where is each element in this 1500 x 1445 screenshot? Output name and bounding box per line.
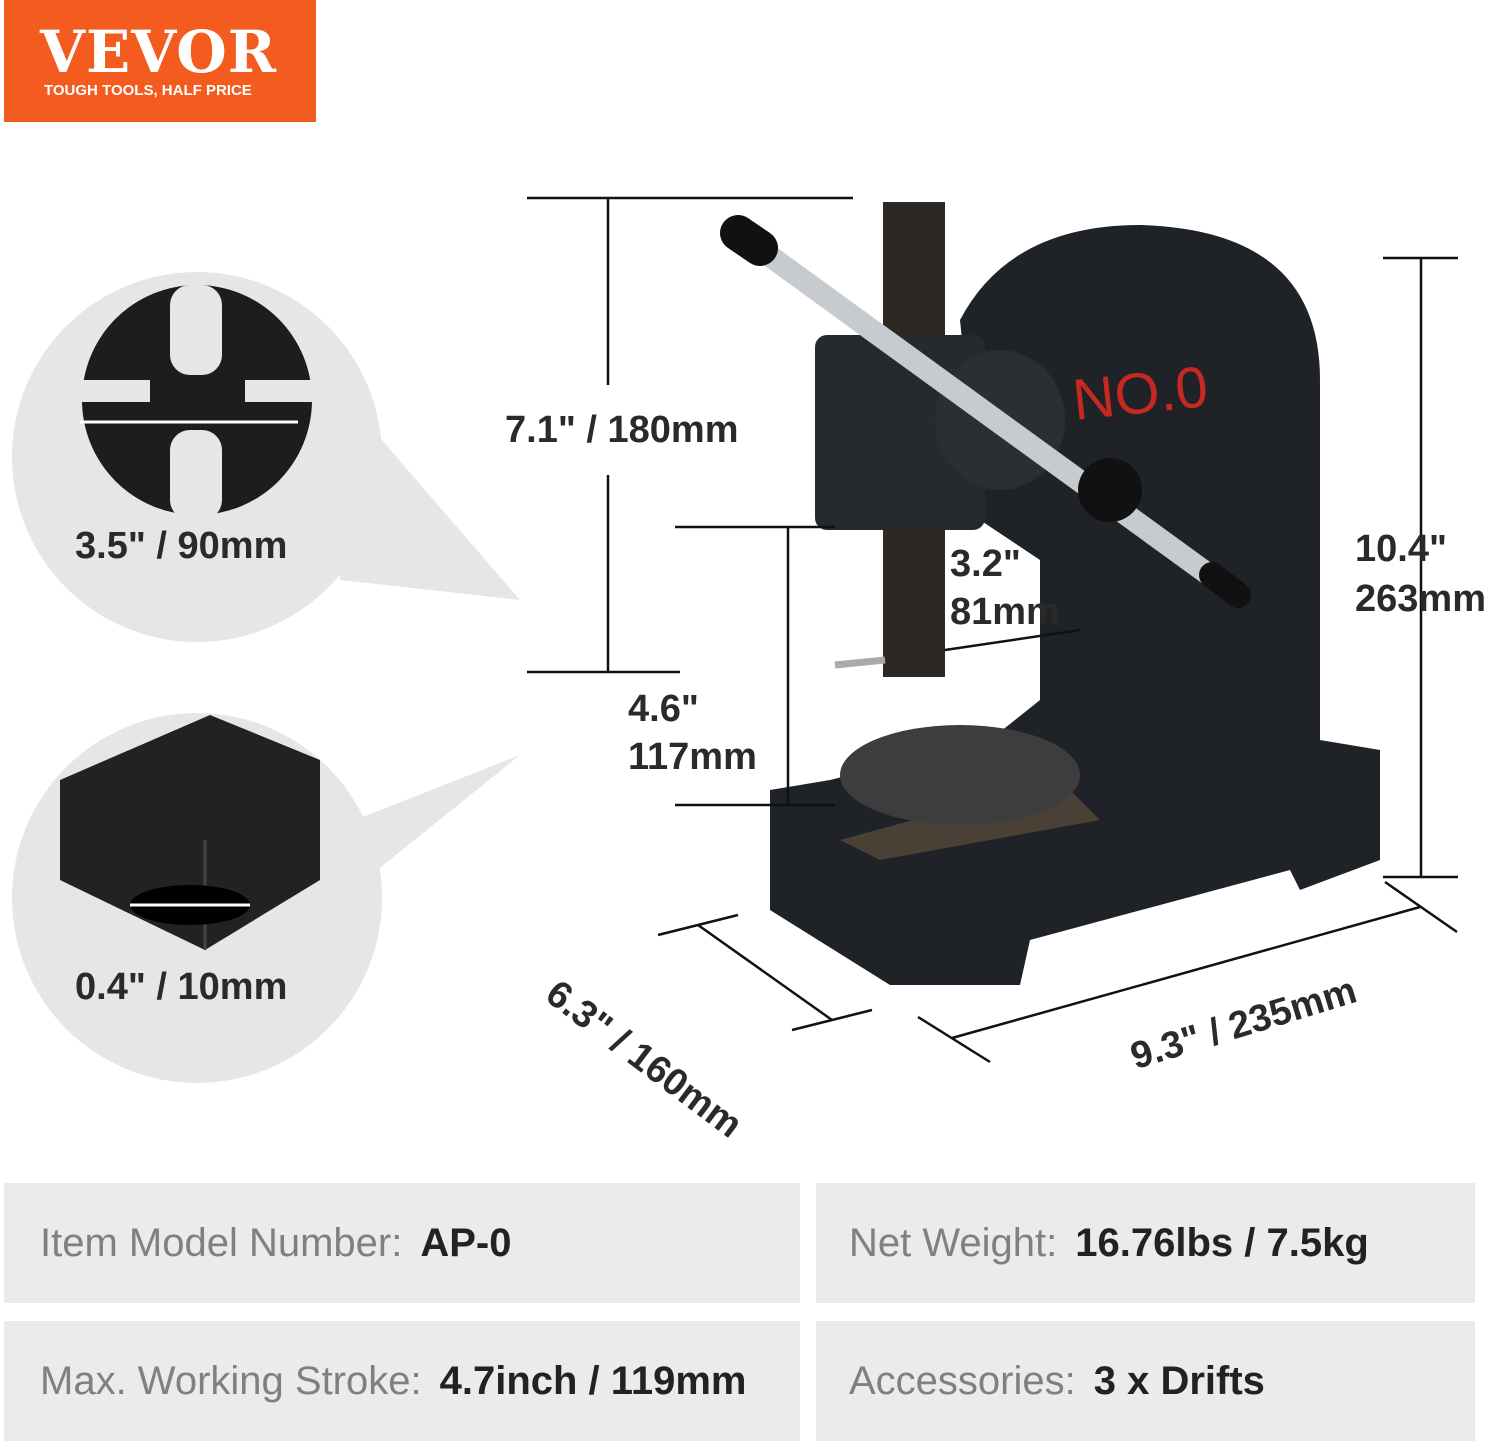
throat-depth-in: 3.2" <box>950 543 1021 585</box>
height-mm: 263mm <box>1355 578 1486 620</box>
spec-net-weight: Net Weight: 16.76lbs / 7.5kg <box>816 1183 1475 1303</box>
spec-label: Net Weight: <box>849 1220 1058 1265</box>
spec-label: Item Model Number: <box>40 1220 403 1265</box>
dimension-lines <box>527 196 1458 1064</box>
spec-model-number: Item Model Number: AP-0 <box>4 1183 800 1303</box>
ram-travel-dimension: 7.1" / 180mm <box>505 409 739 451</box>
throat-depth-mm: 81mm <box>950 591 1060 633</box>
opening-mm: 117mm <box>628 736 757 778</box>
spec-value: AP-0 <box>420 1220 512 1265</box>
logo-brand: VEVOR <box>40 18 277 86</box>
drift-cross-icon <box>80 285 315 520</box>
press-body <box>720 202 1380 985</box>
spec-accessories: Accessories: 3 x Drifts <box>816 1321 1475 1441</box>
drift-square-icon <box>60 715 320 950</box>
spec-working-stroke: Max. Working Stroke: 4.7inch / 119mm <box>4 1321 800 1441</box>
height-in: 10.4" <box>1355 528 1447 570</box>
model-label: NO.0 <box>1070 354 1211 433</box>
spec-value: 3 x Drifts <box>1093 1358 1265 1403</box>
drift-cross-dimension: 3.5" / 90mm <box>75 525 288 567</box>
vevor-logo: VEVOR TOUGH TOOLS, HALF PRICE <box>4 0 316 122</box>
spec-label: Accessories: <box>849 1358 1076 1403</box>
spec-label: Max. Working Stroke: <box>40 1358 422 1403</box>
logo-tagline: TOUGH TOOLS, HALF PRICE <box>44 82 252 99</box>
drift-square-dimension: 0.4" / 10mm <box>75 966 288 1008</box>
spec-value: 16.76lbs / 7.5kg <box>1075 1220 1369 1265</box>
spec-value: 4.7inch / 119mm <box>439 1358 747 1403</box>
opening-in: 4.6" <box>628 688 699 730</box>
